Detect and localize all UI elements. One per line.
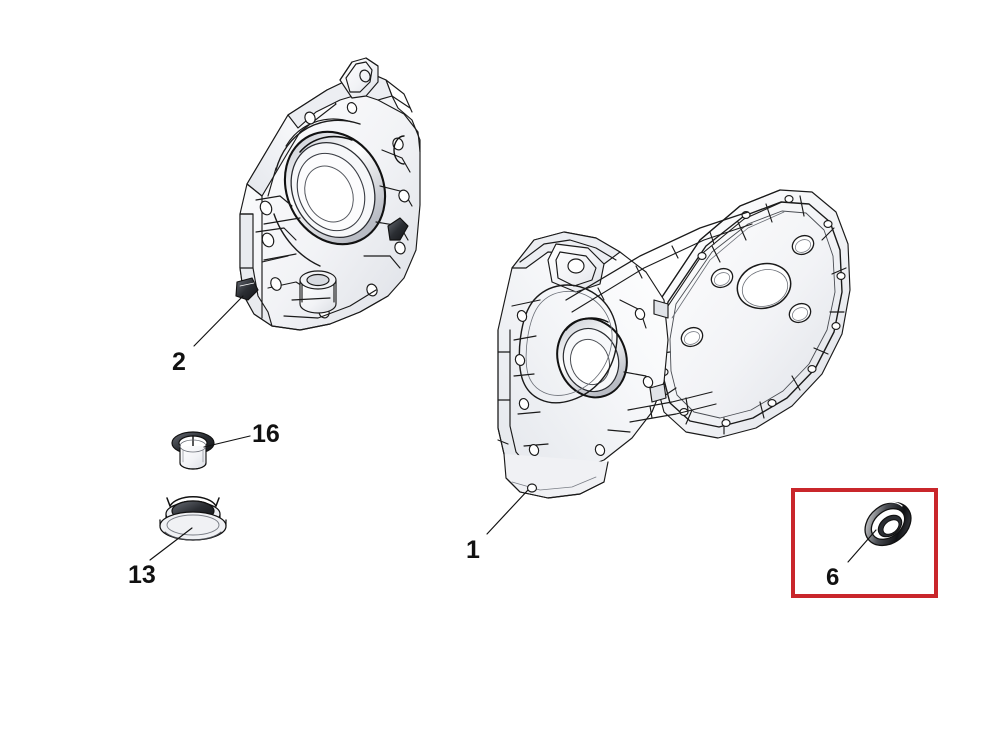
callout-label-16: 16: [252, 420, 280, 448]
callout-label-1: 1: [466, 536, 480, 564]
callout-leader-lines: [149, 295, 877, 563]
leader-line-2: [193, 295, 244, 347]
callout-label-2: 2: [172, 348, 186, 376]
callout-label-13: 13: [128, 561, 156, 589]
leader-line-16: [203, 435, 251, 448]
highlight-box-part-6: [791, 488, 938, 598]
callout-label-6: 6: [826, 564, 840, 591]
part-6-oil-seal-ring: [864, 501, 912, 547]
part-16-bushing-grommet: [171, 431, 215, 470]
leader-line-1: [486, 489, 529, 535]
part-1-crankcase-right-with-belt-cover: [497, 189, 851, 499]
leader-line-6: [847, 529, 877, 563]
part-2-crankcase-left-half: [235, 57, 421, 331]
leader-line-13: [149, 527, 193, 561]
part-13-bearing-retaining-clip: [159, 495, 227, 541]
